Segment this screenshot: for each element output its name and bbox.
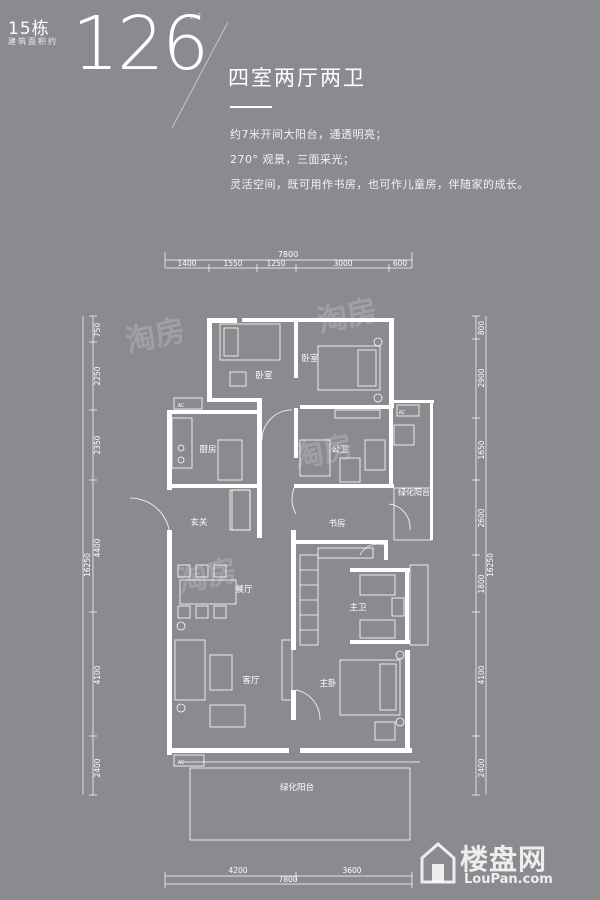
area-value: 126: [72, 1, 209, 87]
bottom-total-dim: 7800: [278, 875, 297, 884]
area-caption: 建筑面积约: [8, 37, 58, 46]
right-total-dim: 16250: [486, 553, 495, 577]
top-seg-dim: 600: [393, 259, 408, 268]
bottom-seg-dim: 3600: [342, 866, 361, 875]
top-seg-dim: 1400: [177, 259, 196, 268]
description-line: 约7米开间大阳台，通透明亮；: [230, 128, 387, 141]
watermark: 淘房: [290, 429, 356, 476]
right-seg-dim: 4100: [477, 665, 486, 684]
room-label-study: 书房: [328, 518, 345, 529]
left-seg-dim: 4100: [93, 665, 102, 684]
bottom-seg-dim: 4200: [228, 866, 247, 875]
right-dimension-lines: [472, 315, 487, 796]
top-seg-dim: 3000: [333, 259, 352, 268]
right-seg-dim: 800: [477, 321, 486, 336]
left-dimension-lines: [82, 315, 97, 796]
top-total-dim: 7800: [278, 250, 298, 259]
right-seg-dim: 2900: [477, 368, 486, 387]
watermark: 淘房: [122, 313, 188, 360]
top-seg-dim: 1550: [223, 259, 242, 268]
left-seg-dim: 2350: [93, 435, 102, 454]
watermark: 淘房: [174, 553, 240, 600]
ac-label: AC: [178, 760, 185, 766]
description-line: 灵活空间，既可用作书房，也可作儿童房，伴随家的成长。: [230, 178, 529, 191]
left-seg-dim: 4400: [93, 538, 102, 557]
header-slash: [171, 21, 229, 129]
furniture: [129, 323, 433, 841]
room-label-dining: 餐厅: [235, 585, 253, 595]
layout-type: 四室两厅两卫: [228, 66, 366, 90]
logo-url: LouPan.com: [464, 872, 553, 887]
room-label-entrance: 玄关: [190, 517, 208, 528]
logo-name: 楼盘网: [460, 843, 548, 876]
building-number: 15栋: [8, 19, 50, 39]
area-unit: m²: [190, 12, 201, 21]
description-line: 270° 观景，三面采光；: [230, 153, 355, 166]
left-seg-dim: 2400: [93, 758, 102, 777]
title-divider: [230, 106, 272, 108]
right-seg-dim: 2600: [477, 508, 486, 527]
left-seg-dim: 750: [93, 323, 102, 338]
top-dimension-lines: [164, 252, 413, 272]
left-total-dim: 16250: [83, 553, 92, 577]
room-label-green-balcony-right: 绿化阳台: [398, 487, 430, 497]
room-label-master-bed: 主卧: [319, 678, 337, 689]
room-label-living: 客厅: [242, 675, 260, 686]
walls: [167, 318, 434, 755]
room-label-master-bath: 主卫: [349, 602, 367, 613]
watermark: 淘房: [314, 293, 380, 340]
ac-label: AC: [178, 403, 185, 409]
top-seg-dim: 1250: [266, 259, 285, 268]
left-seg-dim: 2250: [93, 366, 102, 385]
right-seg-dim: 1800: [477, 574, 486, 593]
bottom-dimension-lines: [164, 872, 413, 888]
room-label-bedroom1: 卧室: [255, 370, 273, 381]
loupan-logo-icon: [420, 842, 456, 884]
right-seg-dim: 2400: [477, 758, 486, 777]
room-label-kitchen: 厨房: [199, 444, 216, 455]
ac-label: AC: [399, 410, 406, 416]
right-seg-dim: 1650: [477, 440, 486, 459]
room-label-green-balcony-bottom: 绿化阳台: [280, 782, 314, 793]
room-label-public-bath: 公卫: [331, 445, 349, 455]
room-label-bedroom2: 卧室: [301, 353, 319, 364]
